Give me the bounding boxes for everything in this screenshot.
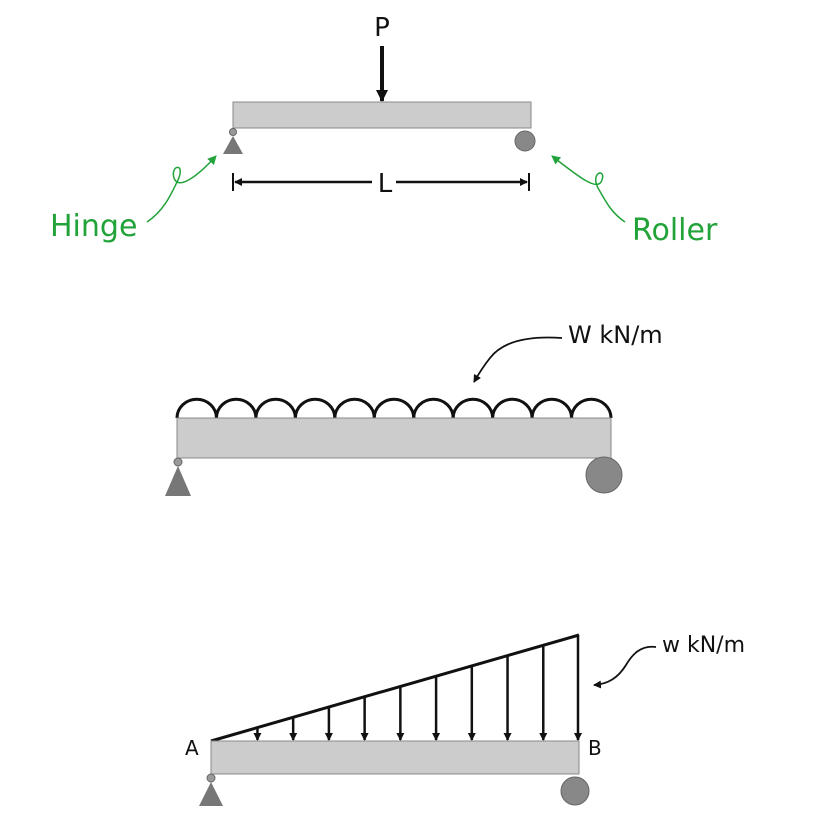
hinge-pin [229,128,237,136]
beam [176,417,612,459]
point-load-label: P [374,13,390,43]
udl-arch [214,397,258,419]
udl-arches [175,397,613,419]
span-label: L [378,169,393,199]
simply-supported-beam-udl: W kN/m [165,321,663,496]
end-label-b: B [588,736,602,760]
triangular-load-arrows [253,635,582,741]
udl-arch [570,397,613,419]
hinge-pin [206,773,216,783]
roller-label: Roller [632,213,718,248]
load-envelope-line [210,633,580,743]
end-label-a: A [185,736,199,760]
udl-arch [333,397,376,419]
hinge-support-icon [165,466,191,496]
udl-arch [175,397,218,419]
udl-arch [530,397,574,419]
hinge-support-icon [199,782,223,806]
hinge-pin [173,457,183,467]
udl-label: W kN/m [568,321,663,349]
hinge-label: Hinge [50,209,137,244]
roller-support-icon [514,130,536,152]
udl-pointer-arrow [473,336,563,383]
roller-support-icon [560,776,590,806]
udl-arch [254,397,297,419]
roller-pointer-arrow [551,155,626,223]
udl-arch [293,397,337,419]
beam [232,101,532,129]
udl-arch [451,397,495,419]
tri-load-label: w kN/m [662,633,745,658]
udl-arch [491,397,534,419]
beam [210,740,580,775]
udl-arch [372,397,416,419]
udl-arch [412,397,455,419]
roller-support-icon [585,456,623,494]
hinge-support-icon [223,136,243,154]
simply-supported-beam-point-load: P L Hinge Roller [50,13,718,248]
tri-load-pointer-arrow [593,645,657,689]
simply-supported-beam-triangular-load: w kN/m A B [185,633,745,806]
hinge-pointer-arrow [146,155,217,223]
